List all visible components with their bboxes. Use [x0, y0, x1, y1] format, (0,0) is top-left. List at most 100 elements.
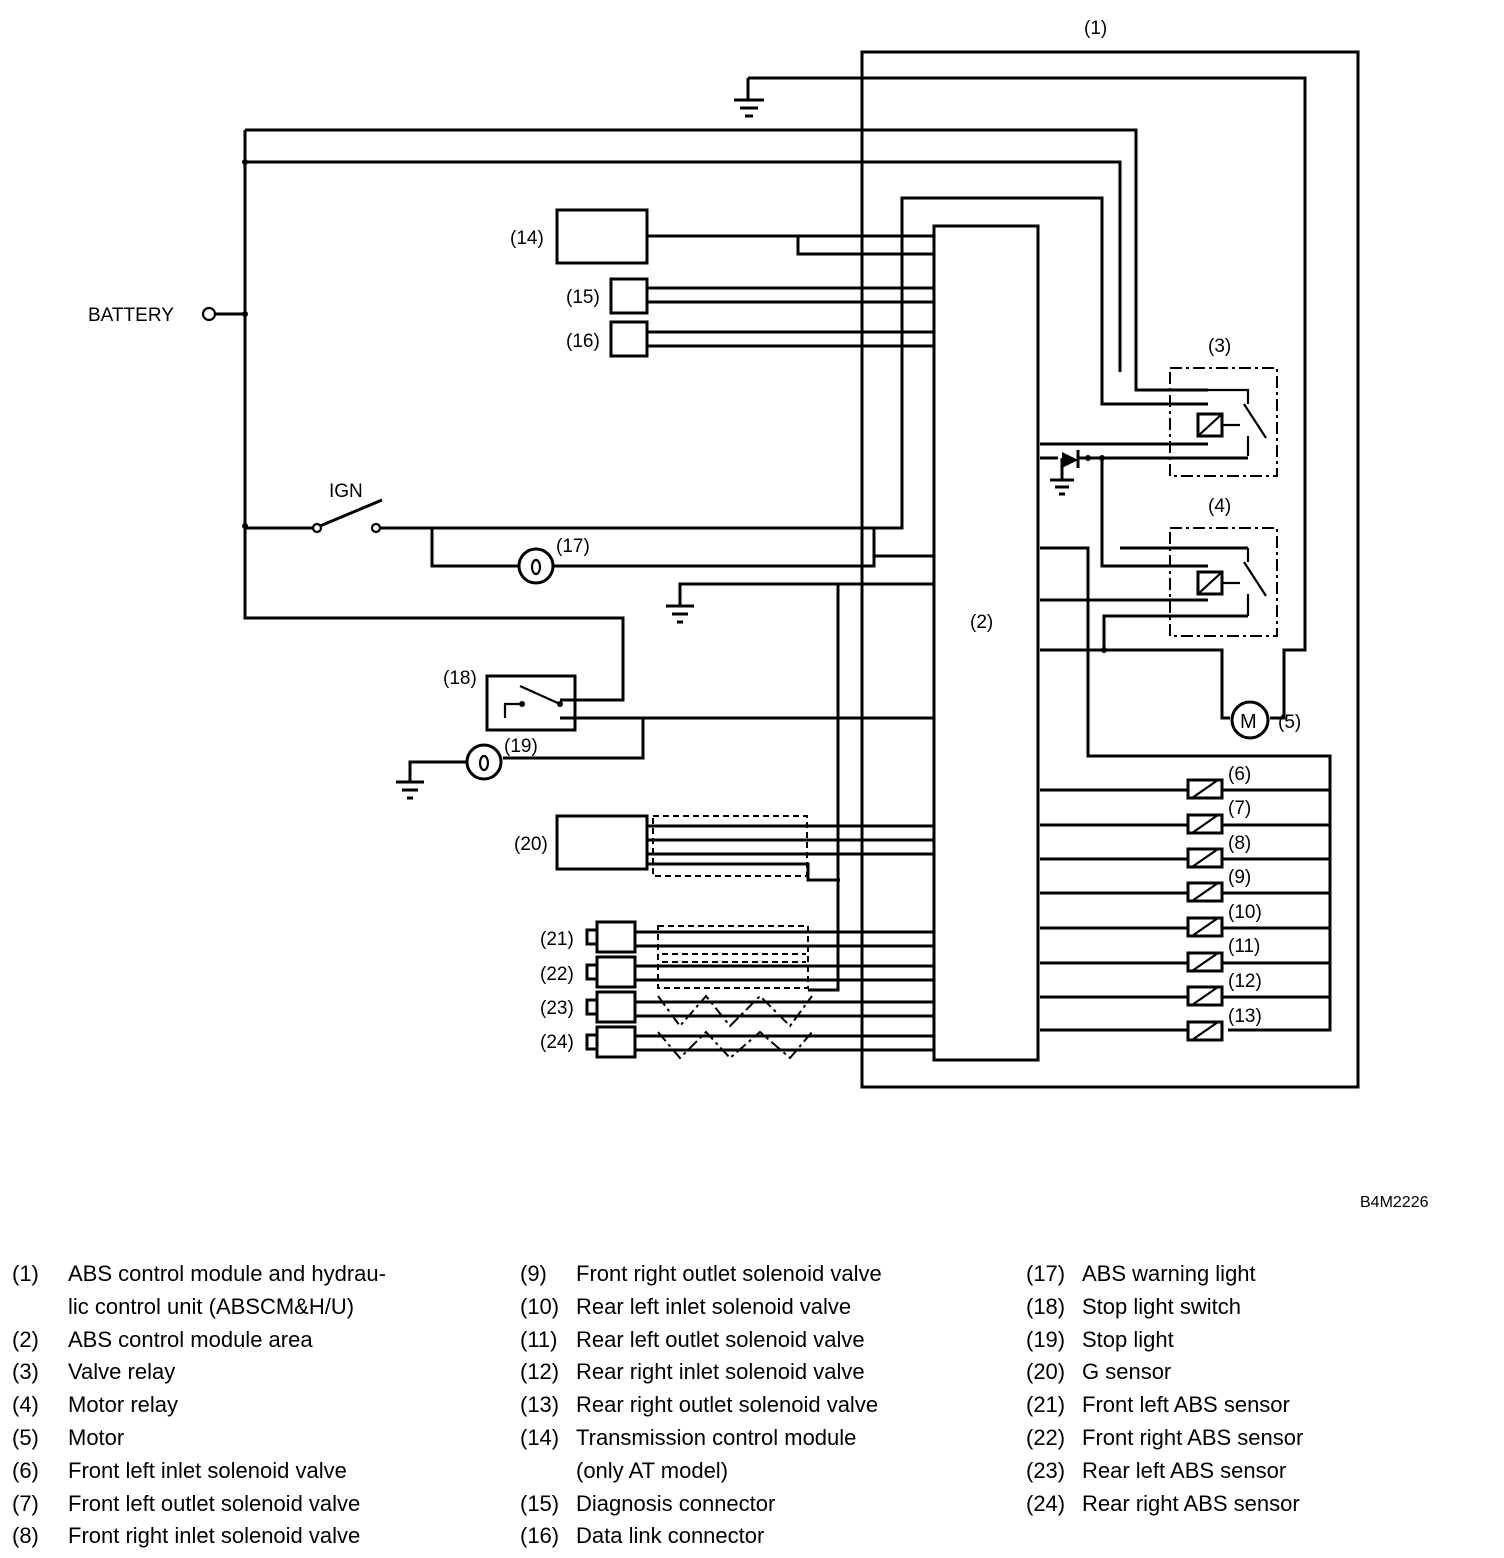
label-valve-12: (12)	[1228, 971, 1262, 992]
label-stopswitch-18: (18)	[443, 668, 477, 689]
label-gsensor-20: (20)	[514, 834, 548, 855]
label-sensor-24: (24)	[540, 1032, 574, 1053]
abs-hydraulic-unit-outline	[860, 50, 1360, 1089]
legend-item: (18) Stop light switch	[1026, 1291, 1496, 1324]
label-valve-6: (6)	[1228, 764, 1251, 785]
legend-item-number: (6)	[12, 1457, 39, 1483]
legend-item-number: (21)	[1026, 1392, 1066, 1418]
legend-item: (2)ABS control module area	[12, 1324, 492, 1357]
module-ground-symbol	[666, 582, 934, 624]
valve-relay	[1040, 367, 1278, 496]
label-relay-3: (3)	[1208, 336, 1231, 357]
abs-sensors	[585, 920, 934, 1060]
ign-label: IGN	[329, 481, 363, 502]
data-link-connector-block	[609, 320, 649, 358]
legend-item: (5) Motor	[12, 1422, 492, 1455]
solenoid-10	[1040, 916, 1330, 938]
legend-item-text: Stop light switch	[1082, 1293, 1241, 1319]
legend-item-text: Rear right ABS sensor	[1082, 1490, 1300, 1516]
solenoid-11	[1040, 951, 1330, 973]
legend-item-number: (7)	[12, 1490, 39, 1516]
legend-item-number: (14)	[520, 1424, 560, 1450]
legend-column-2: (9)Front right outlet solenoid valve(10)…	[520, 1258, 1000, 1553]
legend-item: (16)Data link connector	[520, 1520, 1000, 1553]
legend-item-number: (15)	[520, 1490, 560, 1516]
label-sensor-22: (22)	[540, 964, 574, 985]
legend-item-text: Motor relay	[68, 1392, 179, 1418]
legend-item-number: (20)	[1026, 1359, 1066, 1385]
legend-item: (10)Rear left inlet solenoid valve	[520, 1291, 1000, 1324]
legend-item-number: (11)	[520, 1326, 558, 1352]
legend-item-text: Rear left ABS sensor	[1082, 1457, 1287, 1483]
legend-item-text: Rear left outlet solenoid valve	[576, 1326, 865, 1352]
legend-item-number: (1)	[12, 1261, 39, 1286]
legend-item: (15) Diagnosis connector	[520, 1488, 1000, 1521]
legend-item: (1) ABS control module and hydrau- lic co…	[12, 1258, 492, 1324]
legend-item: (13)Rear right outlet solenoid valve	[520, 1389, 1000, 1422]
label-tcm-14: (14)	[510, 228, 544, 249]
diagnosis-connector-block	[609, 277, 649, 315]
legend-item: (4)Motor relay	[12, 1389, 492, 1422]
figure-code: B4M2226	[1360, 1194, 1429, 1211]
legend-item-text: Data link connector	[576, 1523, 765, 1549]
legend-item: (11) Rear left outlet solenoid valve	[520, 1324, 1000, 1357]
legend-item-number: (19)	[1026, 1326, 1066, 1352]
label-motor-5: (5)	[1278, 712, 1301, 733]
legend-item-number: (8)	[12, 1523, 39, 1549]
legend-item: (19)Stop light	[1026, 1324, 1496, 1357]
label-valve-11: (11)	[1228, 936, 1260, 957]
legend-item-number: (24)	[1026, 1490, 1066, 1516]
legend-item: (14)Transmission control module (only AT…	[520, 1422, 1000, 1488]
legend-item-text: G sensor	[1082, 1359, 1172, 1385]
solenoid-7	[1040, 813, 1330, 835]
label-relay-4: (4)	[1208, 496, 1231, 517]
legend-item-number: (18)	[1026, 1293, 1066, 1319]
legend-column-3: (17) ABS warning light (18) Stop light swit…	[1026, 1258, 1496, 1520]
label-valve-10: (10)	[1228, 902, 1262, 923]
solenoid-6	[1040, 778, 1330, 800]
legend-item: (22) Front right ABS sensor	[1026, 1422, 1496, 1455]
solenoid-valves	[1040, 778, 1330, 1042]
label-sensor-21: (21)	[540, 929, 574, 950]
legend-item-number: (22)	[1026, 1424, 1066, 1450]
tcm-block	[555, 208, 649, 265]
legend-item: (24) Rear right ABS sensor	[1026, 1488, 1496, 1521]
label-valve-7: (7)	[1228, 798, 1251, 819]
label-valve-9: (9)	[1228, 867, 1251, 888]
abs-control-module-block	[932, 224, 1040, 1062]
label-diag-15: (15)	[566, 287, 600, 308]
legend-item-text: ABS warning light	[1082, 1261, 1256, 1286]
legend-item-number: (13)	[520, 1392, 560, 1418]
motor-symbol: M	[1230, 700, 1270, 740]
legend-item: (20) G sensor	[1026, 1356, 1496, 1389]
legend-item-number: (12)	[520, 1359, 560, 1385]
legend-item: (6)Front left inlet solenoid valve	[12, 1455, 492, 1488]
legend-item-text: Diagnosis connector	[576, 1490, 776, 1516]
legend-item-number: (9)	[520, 1261, 547, 1286]
legend-item-text: Front right ABS sensor	[1082, 1424, 1304, 1450]
legend-item: (7) Front left outlet solenoid valve	[12, 1488, 492, 1521]
label-valve-13: (13)	[1228, 1006, 1262, 1027]
top-ground-symbol	[734, 76, 1307, 720]
legend-item-text: Motor	[68, 1424, 125, 1450]
label-dlc-16: (16)	[566, 331, 600, 352]
battery-bus	[201, 128, 1208, 702]
label-area-2: (2)	[970, 612, 993, 633]
solenoid-12	[1040, 985, 1330, 1007]
stop-light-switch	[485, 674, 934, 760]
legend-item-number: (23)	[1026, 1457, 1066, 1483]
motor-m-letter: M	[1240, 711, 1257, 733]
label-valve-8: (8)	[1228, 833, 1251, 854]
legend-item-text: Front right inlet solenoid valve	[68, 1523, 361, 1549]
legend-item-text: Rear left inlet solenoid valve	[576, 1293, 852, 1319]
legend-item: (12) Rear right inlet solenoid valve	[520, 1356, 1000, 1389]
legend-item-text: Front left outlet solenoid valve	[68, 1490, 361, 1516]
wiring-diagram: (1) (2) BATTERY IGN (17)	[88, 18, 1360, 1089]
legend-item-text: Rear right inlet solenoid valve	[576, 1359, 865, 1385]
legend-item-number: (17)	[1026, 1261, 1066, 1286]
legend-item-number: (3)	[12, 1359, 39, 1385]
legend-item-number: (5)	[12, 1424, 39, 1450]
legend-item-text: ABS control module and hydrau- lic contr…	[68, 1261, 386, 1319]
motor-relay	[1040, 458, 1278, 720]
label-stoplight-19: (19)	[504, 736, 538, 757]
